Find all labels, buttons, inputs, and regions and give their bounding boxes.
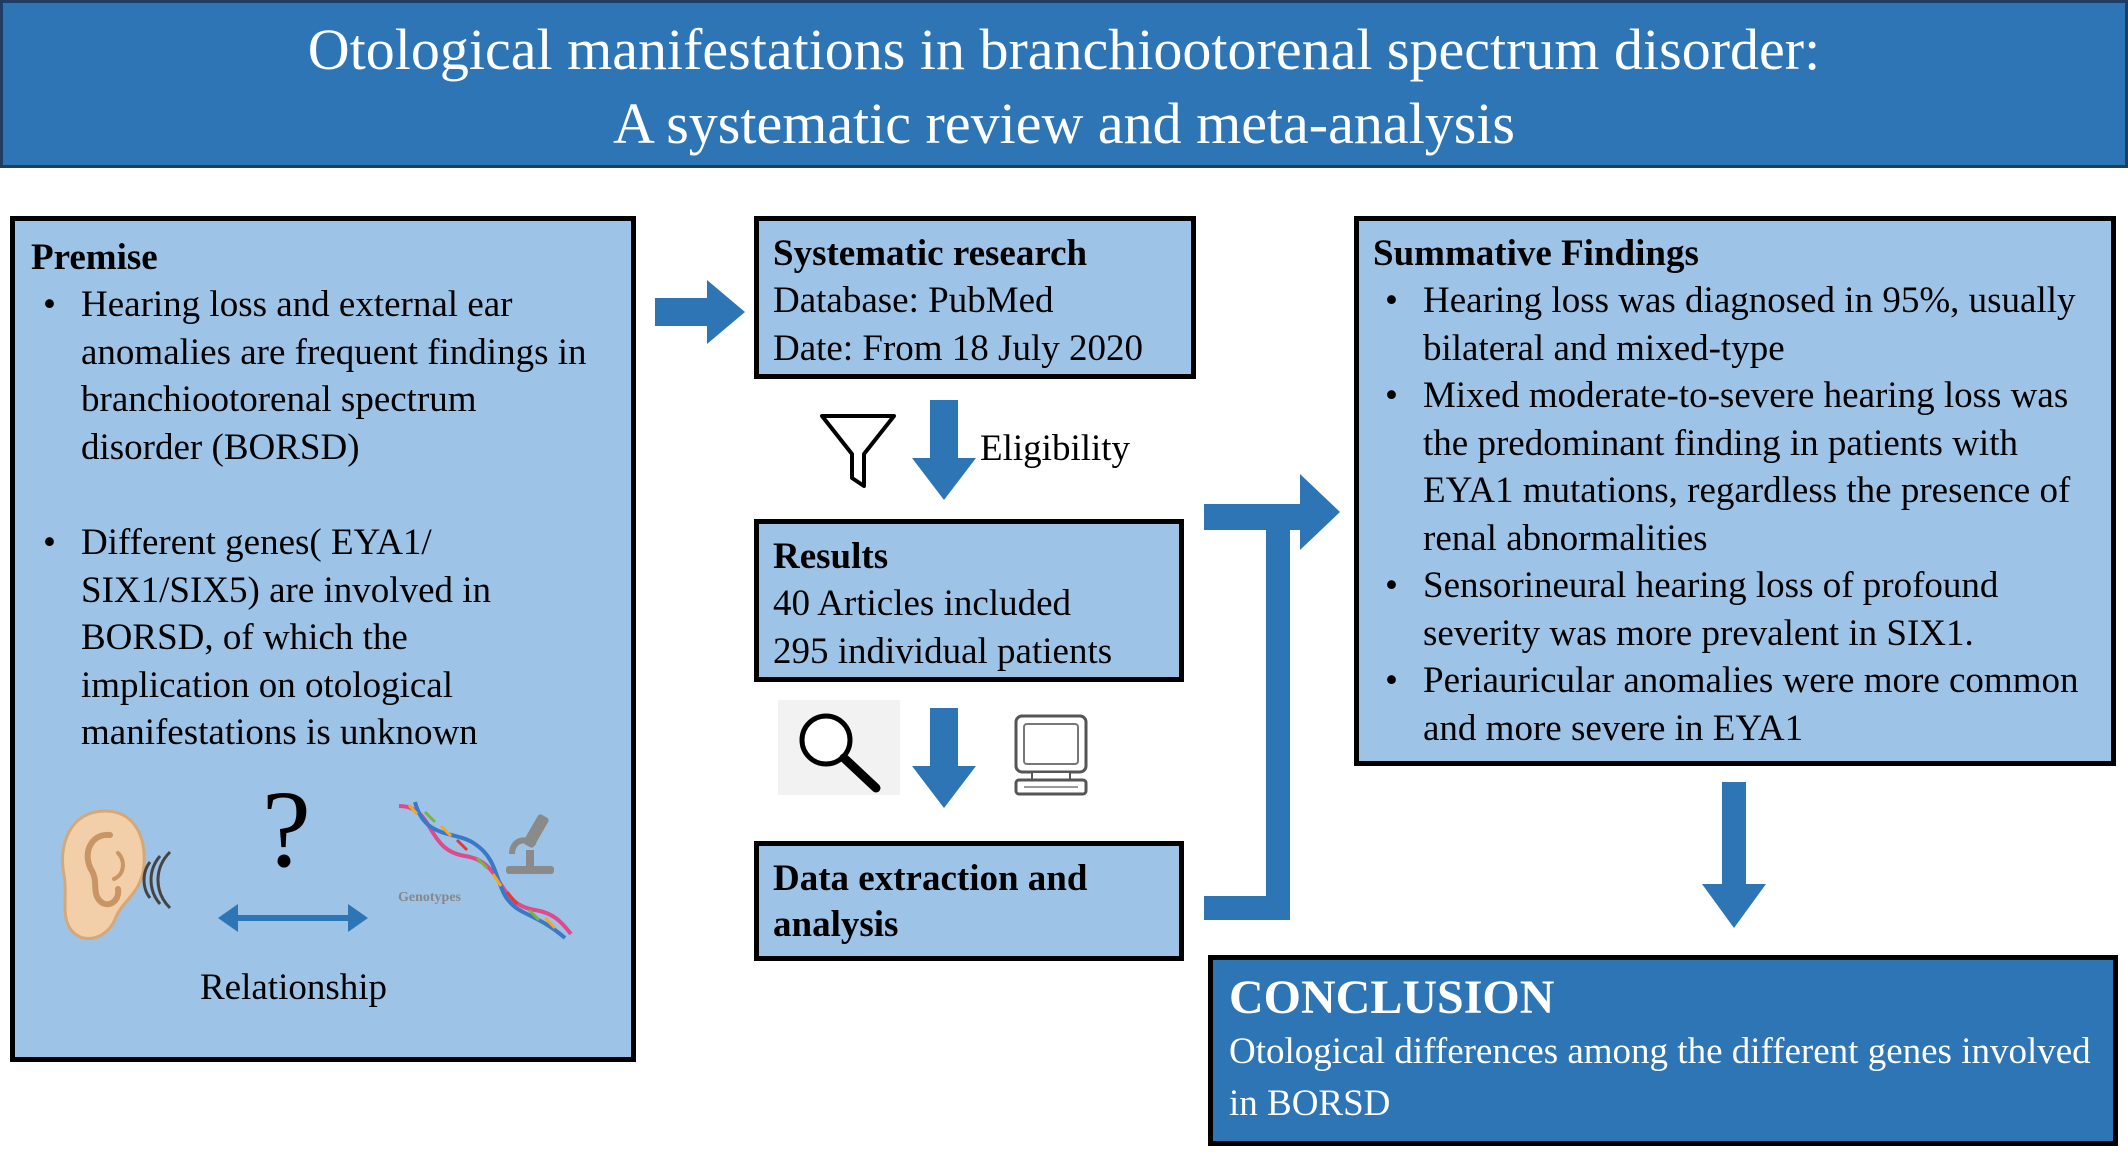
title-line-2: A systematic review and meta-analysis [613,91,1515,156]
premise-bullet-list: Hearing loss and external ear anomalies … [31,281,615,757]
arrow-extraction-to-findings [1204,474,1344,920]
arrow-premise-to-search [655,280,745,344]
conclusion-box: CONCLUSION Otological differences among … [1208,955,2118,1146]
title-banner: Otological manifestations in branchiooto… [0,0,2128,168]
findings-bullet: Hearing loss was diagnosed in 95%, usual… [1373,277,2097,372]
search-date: Date: From 18 July 2020 [773,327,1143,369]
extraction-box: Data extraction and analysis [754,841,1184,961]
premise-heading: Premise [31,237,158,278]
computer-icon [1010,712,1092,798]
premise-bullet: Different genes( EYA1/ SIX1/SIX5) are in… [31,519,541,757]
results-heading: Results [773,536,889,577]
extraction-heading: Data extraction and analysis [773,858,1088,945]
search-database: Database: PubMed [773,280,1054,321]
search-box: Systematic research Database: PubMed Dat… [754,216,1196,379]
ear-icon [50,805,150,945]
search-heading: Systematic research [773,233,1088,274]
eligibility-label: Eligibility [980,428,1131,469]
findings-bullet: Mixed moderate-to-severe hearing loss wa… [1373,372,2097,562]
results-articles: 40 Articles included [773,583,1071,624]
double-arrow-icon [218,900,368,936]
premise-bullet: Hearing loss and external ear anomalies … [31,281,601,471]
findings-bullet-list: Hearing loss was diagnosed in 95%, usual… [1373,277,2097,752]
filter-icon [818,410,898,490]
conclusion-body: Otological differences among the differe… [1229,1031,2091,1124]
microscope-icon [500,810,560,880]
conclusion-heading: CONCLUSION [1229,971,1555,1024]
sound-waves-icon [136,850,181,910]
title-line-1: Otological manifestations in branchiooto… [307,17,1821,82]
arrow-results-to-extraction [912,708,976,808]
magnifier-icon [778,700,900,795]
findings-bullet: Sensorineural hearing loss of profound s… [1373,562,2097,657]
arrow-search-to-results [912,400,976,500]
findings-box: Summative Findings Hearing loss was diag… [1354,216,2116,766]
findings-bullet: Periauricular anomalies were more common… [1373,657,2097,752]
arrow-findings-to-conclusion [1702,782,1766,928]
findings-heading: Summative Findings [1373,233,1699,274]
dna-label: Genotypes [398,890,461,905]
results-box: Results 40 Articles included 295 individ… [754,519,1184,682]
results-patients: 295 individual patients [773,630,1113,672]
relationship-label: Relationship [200,967,388,1008]
question-mark: ? [262,768,311,890]
dna-icon [395,800,575,940]
